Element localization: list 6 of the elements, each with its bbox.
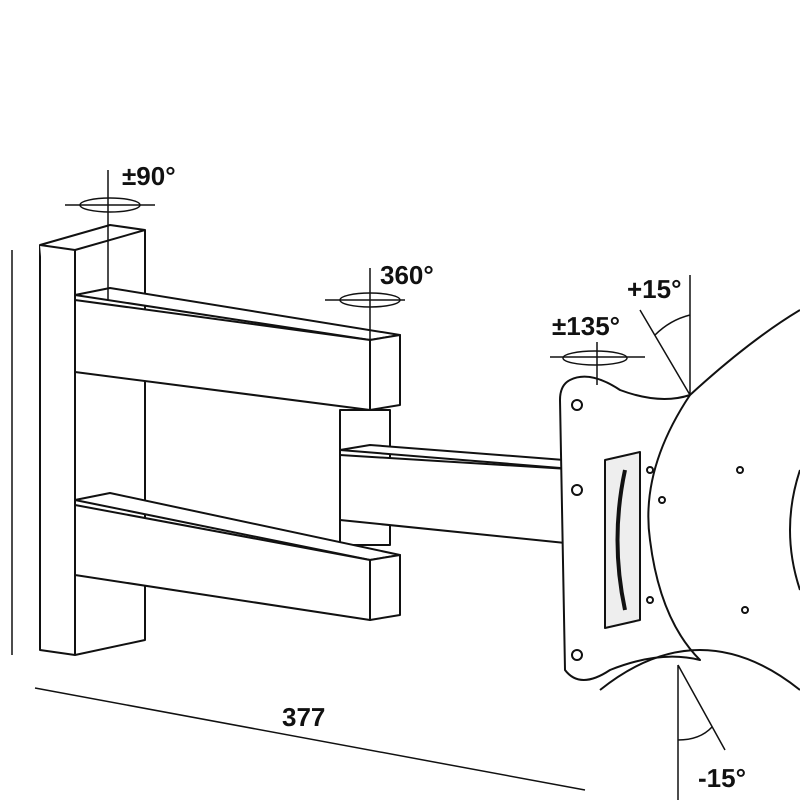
angle-label: +15°	[627, 276, 682, 302]
dimension-label: 377	[282, 704, 326, 730]
angle-label: -15°	[698, 765, 746, 791]
angle-label: ±135°	[552, 313, 620, 339]
angle-label: ±90°	[122, 163, 176, 189]
angle-label: 360°	[380, 262, 434, 288]
